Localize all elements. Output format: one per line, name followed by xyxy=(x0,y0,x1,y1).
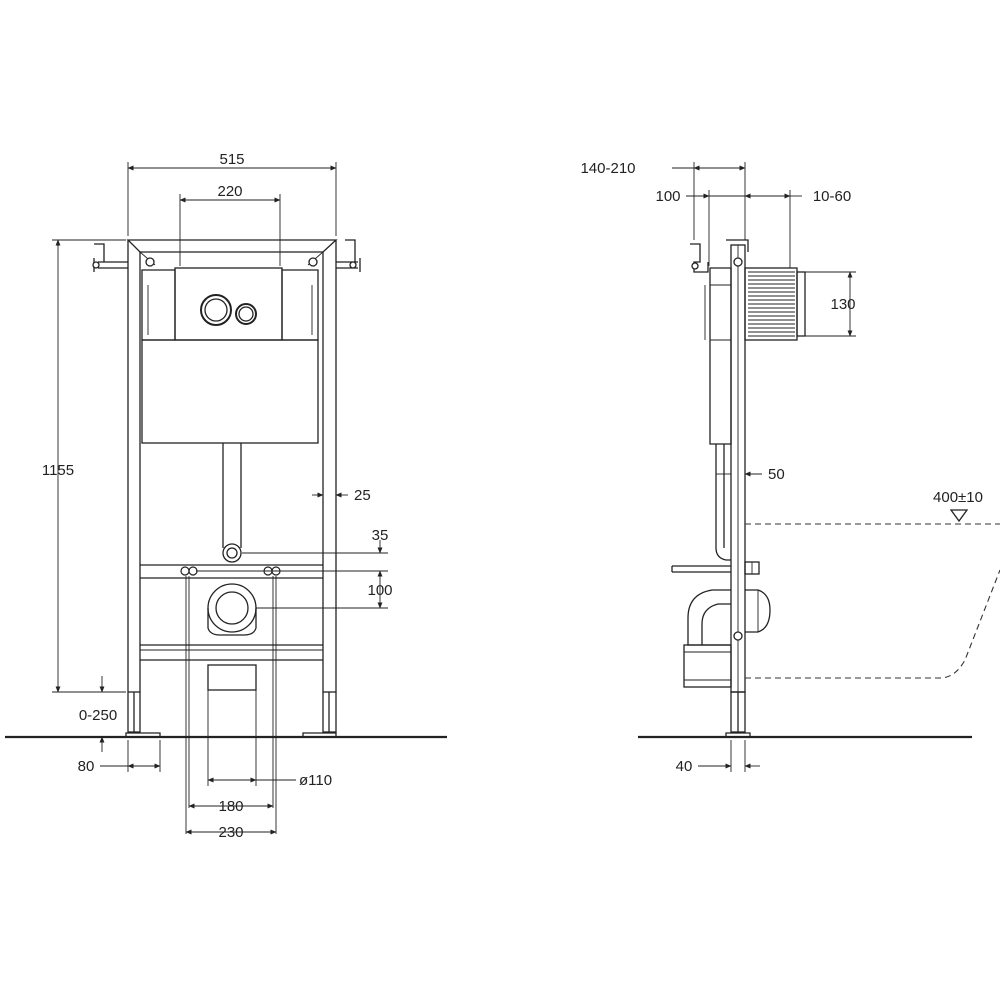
dim-1155-label: 1155 xyxy=(42,462,74,479)
outlet-pipe xyxy=(207,583,257,691)
cistern xyxy=(141,267,319,444)
left-wall-bracket xyxy=(92,243,128,272)
flush-button-plate xyxy=(200,294,257,326)
side-frame xyxy=(725,244,751,737)
top-right-bolt xyxy=(308,257,318,267)
dim-80: 80 xyxy=(78,740,161,775)
dim-130-label: 130 xyxy=(830,296,855,313)
dim-80-label: 80 xyxy=(78,758,95,775)
dim-180: 180 xyxy=(188,798,274,815)
bowl-outline xyxy=(745,523,1000,679)
dim-pipe-110: ø110 xyxy=(207,690,332,789)
down-pipe xyxy=(222,443,242,563)
dim-50-label: 50 xyxy=(768,466,785,483)
side-cistern xyxy=(704,267,732,445)
dim-35-label: 35 xyxy=(372,527,389,544)
dim-140-210-label: 140-210 xyxy=(580,160,635,177)
mounting-studs xyxy=(180,566,281,834)
dim-515-label: 515 xyxy=(219,151,244,168)
dim-50: 50 xyxy=(716,466,785,483)
side-view: 140-210 100 10-60 130 50 xyxy=(580,160,1000,775)
dim-side-100-label: 100 xyxy=(655,188,680,205)
dim-140-210: 140-210 xyxy=(580,160,746,240)
dim-10-60: 10-60 xyxy=(744,188,851,268)
side-rail xyxy=(671,561,760,575)
side-brackets xyxy=(690,239,749,273)
dim-100-label: 100 xyxy=(367,582,392,599)
dim-400-label: 400±10 xyxy=(933,489,983,506)
dim-1155: 1155 xyxy=(42,239,126,693)
front-view: 515 220 1155 25 35 xyxy=(5,151,447,841)
flush-button-large xyxy=(200,294,232,326)
dim-130: 130 xyxy=(805,271,856,337)
dim-230: 230 xyxy=(185,824,277,841)
dim-110-label: ø110 xyxy=(299,772,332,789)
right-wall-bracket xyxy=(336,239,361,272)
dim-220-label: 220 xyxy=(217,183,242,200)
dim-230-label: 230 xyxy=(218,824,243,841)
dim-10-60-label: 10-60 xyxy=(813,188,851,205)
dim-25: 25 xyxy=(312,487,371,504)
dim-0-250-label: 0-250 xyxy=(79,707,117,724)
dim-220: 220 xyxy=(179,183,281,266)
dim-0-250: 0-250 xyxy=(79,676,126,752)
dim-515: 515 xyxy=(127,151,337,236)
level-marker-icon xyxy=(949,509,969,523)
dim-35-100: 35 100 xyxy=(196,527,393,609)
dim-40: 40 xyxy=(676,740,760,775)
dim-25-label: 25 xyxy=(354,487,371,504)
flush-actuator-housing xyxy=(744,267,806,341)
flush-button-small xyxy=(235,303,257,325)
side-elbow-outlet xyxy=(683,589,771,688)
side-down-pipe xyxy=(715,444,731,561)
dim-40-label: 40 xyxy=(676,758,693,775)
dim-180-label: 180 xyxy=(218,798,243,815)
dim-400: 400±10 xyxy=(933,489,983,523)
top-left-bolt xyxy=(145,257,155,267)
dim-side-100: 100 xyxy=(655,188,745,266)
